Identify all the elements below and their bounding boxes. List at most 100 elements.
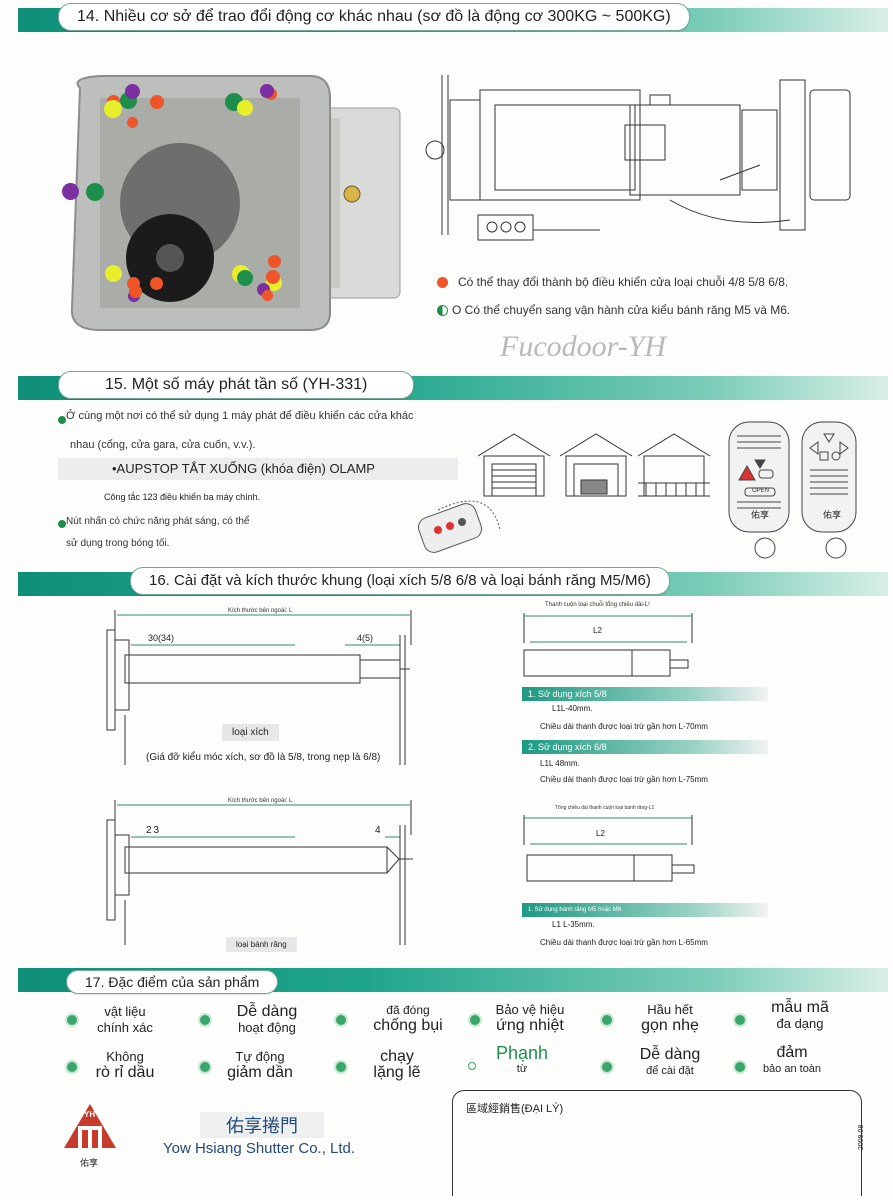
motor-base-illustration: [70, 75, 401, 331]
s2-b: Chiều dài thanh được loại trừ gần hơn L-…: [540, 775, 708, 784]
purple-dot: [62, 183, 79, 200]
yellow-dot: [105, 265, 122, 282]
r1-top-dimension: Thanh cuộn loại chuỗi tổng chiều dài-L!: [545, 602, 650, 608]
s3-title: 1. Sử dụng bánh răng M5 hoặc M6: [522, 903, 768, 917]
orange-dot: [262, 290, 273, 301]
company-name-cn: 佑享捲門: [200, 1112, 324, 1138]
remote-brand-label: 佑享: [751, 510, 770, 520]
section-15-line-3: •AUPSTOP TẮT XUỐNG (khóa điện) OLAMP: [112, 461, 375, 476]
d1-caption: (Giá đỡ kiểu móc xích, sơ đồ là 5/8, tro…: [146, 752, 381, 763]
d1-type-tag: loại xích: [222, 724, 279, 741]
section-15-line-4: Công tắc 123 điều khiển ba máy chính.: [104, 492, 261, 502]
remote-back-illustration: [801, 421, 857, 559]
d2-type-tag: loại bánh răng: [226, 937, 297, 952]
feature-bullet-icon: [200, 1015, 210, 1025]
feature-bullet-icon: [735, 1062, 745, 1072]
print-date: 2009.08: [858, 1124, 865, 1150]
section-16-title: 16. Cài đặt và kích thước khung (loại xí…: [130, 567, 670, 595]
chain-rod-diagram: [523, 613, 693, 677]
section-14-note-1: Có thể thay đổi thành bộ điều khiển cửa …: [458, 275, 789, 289]
d1-top-dimension: Kích thước bên ngoài: L: [228, 608, 293, 614]
gear-rod-diagram: [523, 815, 695, 882]
company-logo-icon: [64, 1104, 116, 1148]
r1-l2-label: L2: [593, 626, 602, 635]
yellow-dot: [104, 100, 122, 118]
section-14-title: 14. Nhiều cơ sở để trao đổi động cơ khác…: [58, 3, 690, 31]
gear-type-frame-diagram: [106, 800, 413, 945]
green-bullet-icon: [58, 520, 66, 528]
highlight-bar: [58, 458, 458, 480]
d2-top-dimension: Kích thước bên ngoài: L: [228, 798, 293, 804]
r2-top-dimension: Tổng chiều dài thanh cuộn loại bánh răng…: [555, 805, 655, 811]
d1-right-dimension: 4(5): [357, 633, 374, 643]
feature-bullet-icon: [336, 1015, 346, 1025]
s1-title: 1. Sử dụng xích 5/8: [522, 687, 768, 701]
orange-dot: [150, 277, 163, 290]
watermark: Fucodoor-YH: [500, 330, 667, 363]
s1-b: Chiều dài thanh được loại trừ gần hơn L-…: [540, 722, 708, 731]
s1-a: L1L-40mm.: [552, 704, 593, 713]
orange-dot: [266, 270, 280, 284]
feature-bullet-icon: [336, 1062, 346, 1072]
d1-left-dimension: 30(34): [148, 633, 175, 643]
feature-bullet-icon: [468, 1062, 476, 1070]
dealer-box: [452, 1090, 862, 1196]
feature-bullet-icon: [602, 1062, 612, 1072]
section-15-line-5: Nút nhấn có chức năng phát sáng, có thể: [66, 516, 250, 527]
remote-brand-label-2: 佑享: [823, 510, 842, 520]
company-name-en: Yow Hsiang Shutter Co., Ltd.: [163, 1140, 356, 1157]
green-bullet-icon: [58, 416, 66, 424]
small-remote-illustration: [417, 500, 501, 553]
section-15-line-6: sử dụng trong bóng tối.: [66, 538, 170, 549]
green-dot: [237, 270, 253, 286]
d2-left-dimension: 23: [146, 825, 162, 836]
logo-sub: 佑享: [80, 1158, 99, 1168]
houses-illustration: [478, 433, 711, 497]
orange-bullet-icon: [437, 277, 448, 288]
section-15-title: 15. Một số máy phát tần số (YH-331): [58, 371, 415, 399]
s3-a: L1 L-35mm.: [552, 920, 595, 929]
d2-right-dimension: 4: [375, 825, 381, 836]
feature-bullet-icon: [602, 1015, 612, 1025]
section-14-note-2: O Có thể chuyển sang vận hành cửa kiểu b…: [452, 303, 791, 317]
section-17-title: 17. Đặc điểm của sản phẩm: [66, 970, 279, 994]
green-half-bullet-icon: [437, 305, 448, 316]
open-label: OPEN: [752, 488, 770, 494]
logo-text: YH: [84, 1110, 96, 1119]
motor-line-drawing: [425, 75, 851, 241]
green-dot: [86, 183, 104, 201]
orange-dot: [268, 255, 281, 268]
dealer-label: 區域經銷售(ĐẠI LÝ): [466, 1103, 564, 1115]
feature-bullet-icon: [67, 1015, 77, 1025]
section-15-line-1: Ở cùng một nơi có thể sử dụng 1 máy phát…: [66, 410, 414, 422]
yellow-dot: [237, 100, 253, 116]
orange-dot: [127, 117, 138, 128]
orange-dot: [150, 95, 164, 109]
section-15-line-2: nhau (cổng, cửa gara, cửa cuốn, v.v.).: [70, 439, 256, 451]
s2-a: L1L 48mm.: [540, 759, 580, 768]
feature-bullet-icon: [200, 1062, 210, 1072]
chain-type-frame-diagram: [106, 610, 412, 765]
remote-front-illustration: [728, 421, 790, 559]
purple-dot: [125, 84, 140, 99]
feature-bullet-icon: [470, 1015, 480, 1025]
s2-title: 2. Sử dụng xích 6/8: [522, 740, 768, 754]
r2-l2-label: L2: [596, 829, 605, 838]
purple-dot: [260, 84, 274, 98]
feature-bullet-icon: [735, 1015, 745, 1025]
s3-b: Chiều dài thanh được loại trừ gần hơn L-…: [540, 938, 708, 947]
orange-dot: [129, 285, 142, 298]
feature-bullet-icon: [67, 1062, 77, 1072]
